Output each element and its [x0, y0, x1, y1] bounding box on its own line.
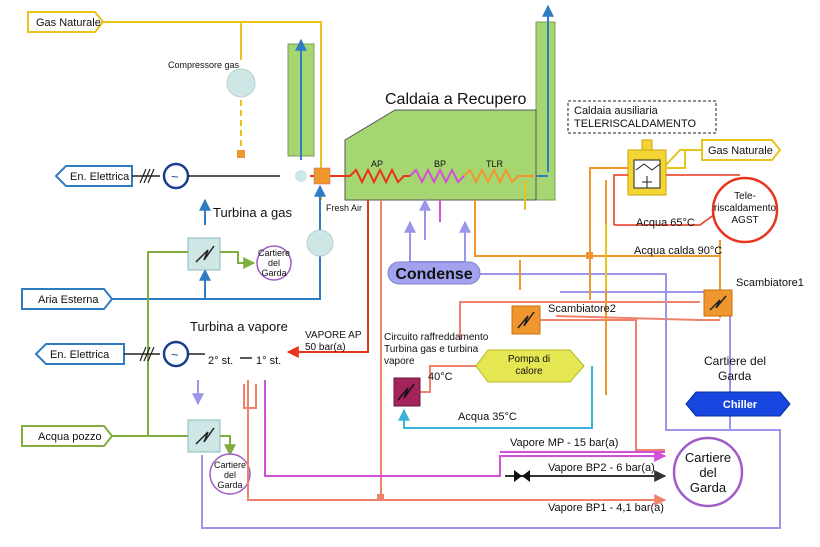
- vapore-bp1-label: Vapore BP1 - 4,1 bar(a): [548, 502, 664, 514]
- svg-text:Cartiere: Cartiere: [258, 248, 290, 258]
- svg-text:~: ~: [171, 347, 179, 362]
- vapore-ap-label: VAPORE AP: [305, 330, 362, 341]
- well-water-inlet: Acqua pozzo: [21, 425, 114, 447]
- svg-text:Cartiere: Cartiere: [214, 460, 246, 470]
- recovery-boiler-title: Caldaia a Recupero: [385, 91, 527, 108]
- cartiere-big: Cartiere del Garda: [672, 436, 744, 508]
- svg-text:Chiller: Chiller: [723, 399, 758, 411]
- coil-ap-label: AP: [371, 159, 383, 169]
- svg-text:del: del: [268, 258, 280, 268]
- gas-compressor-valve: [237, 150, 245, 158]
- aux-gas-line: [666, 149, 702, 169]
- warm-water-lines: [420, 365, 478, 393]
- steam-turbine-label: Turbina a vapore: [190, 319, 288, 334]
- svg-text:Acqua pozzo: Acqua pozzo: [38, 431, 102, 443]
- svg-text:Aria Esterna: Aria Esterna: [38, 294, 99, 306]
- steam-turbine-stage2: 2° st.: [208, 355, 233, 367]
- svg-text:En. Elettrica: En. Elettrica: [50, 349, 110, 361]
- coil-tlr-label: TLR: [486, 159, 504, 169]
- svg-text:~: ~: [171, 169, 179, 184]
- svg-text:Caldaia ausiliaria: Caldaia ausiliaria: [574, 105, 659, 117]
- bp1-junction: [377, 494, 384, 501]
- heat-pump: Pompa di calore: [475, 349, 585, 383]
- hot-water-junction: [586, 252, 593, 259]
- svg-text:Garda: Garda: [261, 268, 286, 278]
- vapore-ap-pressure: 50 bar(a): [305, 342, 346, 353]
- gas-turbine-burner: [313, 167, 331, 185]
- electricity-output-bottom: En. Elettrica ~: [34, 340, 205, 368]
- electricity-output-top: En. Elettrica ~: [54, 162, 200, 190]
- bp2-steam-line: [505, 470, 667, 482]
- auxiliary-boiler-box: Caldaia ausiliaria TELERISCALDAMENTO: [567, 100, 717, 134]
- auxiliary-boiler: [627, 139, 667, 196]
- condense-tank: Condense: [387, 261, 481, 285]
- district-heating-lines: [613, 174, 740, 226]
- svg-text:Garda: Garda: [690, 480, 727, 495]
- district-heating-agst: Tele- riscaldamento AGST: [711, 176, 779, 244]
- acqua-35-label: Acqua 35°C: [458, 411, 517, 423]
- svg-text:riscaldamento: riscaldamento: [714, 203, 777, 214]
- vapore-mp-label: Vapore MP - 15 bar(a): [510, 437, 618, 449]
- svg-text:Gas Naturale: Gas Naturale: [708, 145, 773, 157]
- svg-text:Cartiere: Cartiere: [685, 450, 731, 465]
- gas-turbine-label: Turbina a gas: [213, 205, 293, 220]
- acqua-65-label: Acqua 65°C: [636, 217, 695, 229]
- svg-text:Gas Naturale: Gas Naturale: [36, 17, 101, 29]
- lp-steam-lines: [243, 200, 720, 506]
- fresh-air-label: Fresh Air: [326, 203, 362, 213]
- cartiere-small-2: Cartiere del Garda: [209, 453, 251, 495]
- coil-bp-label: BP: [434, 159, 446, 169]
- scambiatore2-label: Scambiatore2: [548, 303, 616, 315]
- boiler-coils: [345, 167, 548, 185]
- svg-text:TELERISCALDAMENTO: TELERISCALDAMENTO: [574, 118, 696, 130]
- circuito-label-3: vapore: [384, 356, 415, 367]
- svg-text:del: del: [699, 465, 716, 480]
- recovery-boiler-body: [344, 109, 537, 201]
- svg-text:AGST: AGST: [731, 215, 758, 226]
- outdoor-air-inlet: Aria Esterna: [21, 288, 114, 310]
- cartiere-right-label-1: Cartiere del: [704, 354, 766, 368]
- natural-gas-lines: [88, 21, 711, 210]
- cooling-water-lines: [398, 366, 593, 429]
- bp-steam-lines: [264, 200, 667, 477]
- scambiatore1-label: Scambiatore1: [736, 277, 804, 289]
- temp-40-label: 40°C: [428, 371, 453, 383]
- cartiere-small-1: Cartiere del Garda: [256, 245, 292, 281]
- natural-gas-inlet-right: Gas Naturale: [701, 139, 782, 161]
- svg-text:Garda: Garda: [217, 480, 242, 490]
- svg-text:del: del: [224, 470, 236, 480]
- acqua-calda-90-label: Acqua calda 90°C: [634, 245, 722, 257]
- natural-gas-inlet-top: Gas Naturale: [27, 11, 105, 33]
- cooling-exchanger: [393, 377, 421, 407]
- recovery-boiler-stack: [535, 21, 556, 201]
- hp-steam-lines: [286, 200, 369, 358]
- svg-text:Tele-: Tele-: [734, 191, 756, 202]
- well-water-lines: [112, 251, 256, 457]
- chiller: Chiller: [685, 391, 791, 417]
- circuito-label-2: Turbina gas e turbina: [384, 344, 479, 355]
- scambiatore1: [703, 289, 733, 317]
- steam-turbine-stage1: 1° st.: [256, 355, 281, 367]
- gas-compressor: [226, 68, 256, 98]
- vapore-bp2-label: Vapore BP2 - 6 bar(a): [548, 462, 655, 474]
- svg-text:Condense: Condense: [395, 266, 472, 283]
- circuito-label-1: Circuito raffreddamento: [384, 332, 489, 343]
- scambiatore2: [511, 305, 541, 335]
- svg-text:calore: calore: [515, 366, 543, 377]
- svg-text:Pompa di: Pompa di: [508, 354, 550, 365]
- svg-text:En. Elettrica: En. Elettrica: [70, 171, 130, 183]
- gas-compressor-label: Compressore gas: [168, 60, 240, 70]
- fresh-air-fan: [306, 229, 334, 257]
- gas-turbine-combustor: [295, 170, 307, 182]
- cartiere-right-label-2: Garda: [718, 369, 752, 383]
